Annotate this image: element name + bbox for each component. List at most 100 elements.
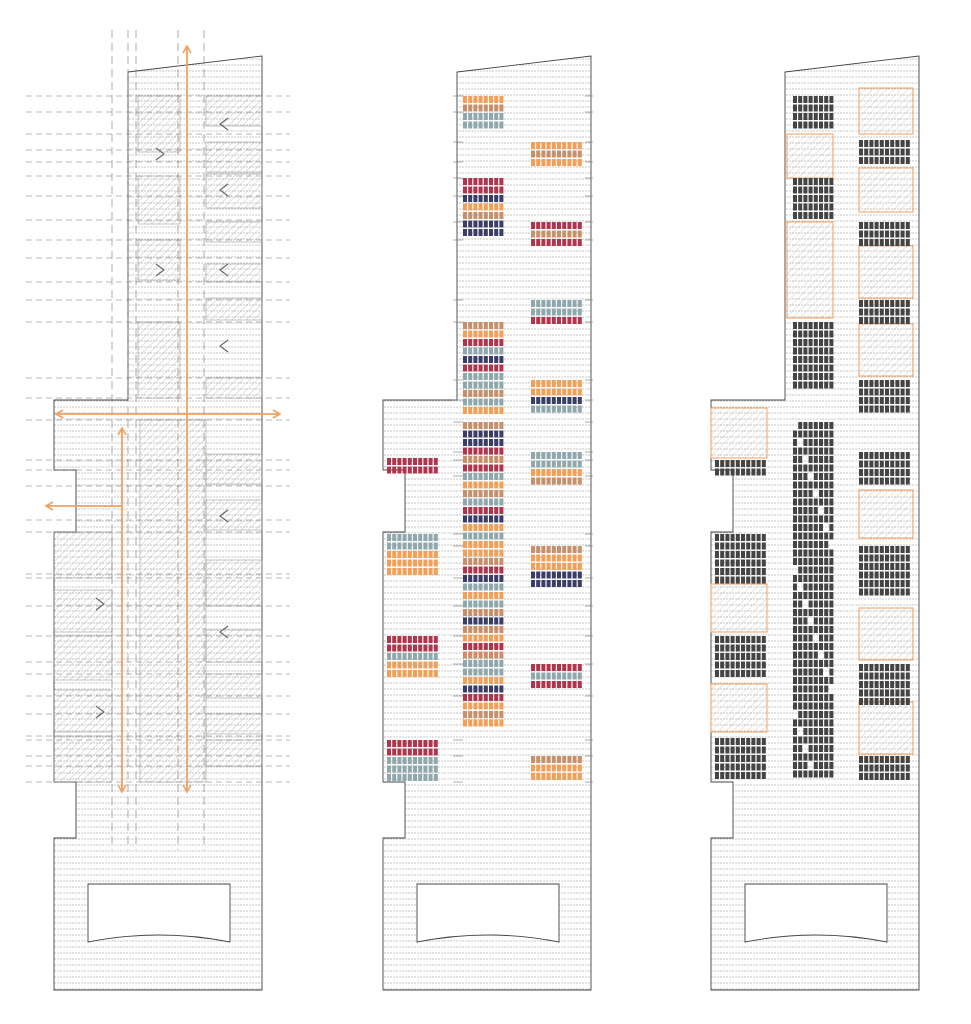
program-cell [392, 670, 397, 677]
program-cell [478, 322, 483, 329]
program-cell [407, 534, 412, 541]
program-cell [536, 571, 541, 579]
program-cell [885, 681, 889, 688]
program-cell [746, 746, 751, 754]
program-cell [813, 592, 818, 599]
program-cell [546, 773, 551, 780]
program-cell [819, 660, 823, 667]
program-cell [541, 469, 546, 476]
program-cell [746, 738, 751, 745]
program-cell [418, 757, 423, 764]
program-cell [829, 592, 834, 599]
program-cell [489, 203, 493, 211]
program-cell [803, 694, 808, 701]
program-cell [397, 466, 402, 474]
program-cell [741, 460, 745, 467]
program-cell [468, 617, 473, 625]
program-cell [407, 636, 412, 643]
program-cell [536, 477, 541, 485]
program-cell [808, 330, 813, 338]
program-cell [483, 609, 488, 616]
program-cell [557, 150, 561, 158]
program-cell [859, 300, 863, 307]
program-cell [798, 447, 803, 455]
program-cell [900, 317, 905, 324]
program-cell [562, 460, 567, 468]
program-cell [824, 447, 829, 455]
program-cell [562, 239, 567, 246]
program-cell [890, 681, 895, 688]
program-cell [725, 534, 730, 541]
program-cell [483, 195, 488, 202]
program-cell [567, 222, 572, 229]
program-cell [478, 121, 483, 129]
program-cell [428, 757, 433, 764]
program-cell [468, 422, 473, 429]
program-cell [900, 148, 905, 156]
program-cell [531, 469, 535, 476]
program-cell [874, 477, 879, 485]
program-cell [463, 203, 467, 211]
program-cell [402, 534, 407, 541]
program-cell [813, 447, 818, 455]
program-cell [890, 405, 895, 413]
program-cell [392, 568, 397, 575]
program-cell [468, 398, 473, 406]
program-cell [483, 339, 488, 346]
program-cell [808, 541, 813, 548]
program-cell [900, 698, 905, 705]
program-cell [808, 626, 813, 633]
program-cell [756, 568, 761, 575]
program-cell [905, 664, 910, 671]
program-cell [428, 458, 433, 465]
program-cell [541, 159, 546, 166]
program-cell [494, 592, 499, 599]
program-cell [551, 317, 556, 324]
program-cell [798, 736, 803, 744]
program-cell [551, 308, 556, 316]
program-cell [468, 439, 473, 446]
program-cell [473, 473, 478, 480]
program-cell [829, 178, 834, 185]
program-cell [813, 330, 818, 338]
program-cell [397, 670, 402, 677]
program-cell [551, 452, 556, 459]
program-cell [562, 469, 567, 476]
program-cell [499, 186, 504, 194]
program-cell [895, 308, 900, 316]
program-cell [499, 643, 504, 650]
program-cell [473, 711, 478, 718]
program-cell [793, 583, 797, 591]
hatched-room [53, 735, 113, 783]
program-cell [551, 239, 556, 246]
program-cell [489, 575, 493, 582]
program-cell [803, 356, 808, 363]
program-cell [562, 571, 567, 579]
program-cell [489, 407, 493, 414]
program-cell [478, 532, 483, 540]
program-cell [483, 600, 488, 608]
program-cell [869, 689, 874, 697]
program-cell [859, 580, 863, 587]
program-cell [499, 381, 504, 389]
chevron-icon [95, 597, 105, 611]
program-cell [567, 546, 572, 553]
program-cell [433, 757, 438, 764]
program-cell [463, 711, 467, 718]
program-cell [463, 398, 467, 406]
program-cell [829, 212, 834, 219]
program-cell [761, 559, 766, 567]
program-cell [829, 515, 834, 523]
program-cell [541, 388, 546, 396]
program-cell [468, 566, 473, 574]
program-cell [494, 96, 499, 103]
program-cell [895, 698, 900, 705]
program-cell [859, 222, 863, 229]
program-cell [478, 407, 483, 414]
program-cell [905, 317, 910, 324]
program-cell [531, 681, 535, 688]
program-cell [879, 689, 884, 697]
program-cell [900, 571, 905, 579]
program-cell [473, 719, 478, 727]
program-cell [808, 643, 813, 650]
